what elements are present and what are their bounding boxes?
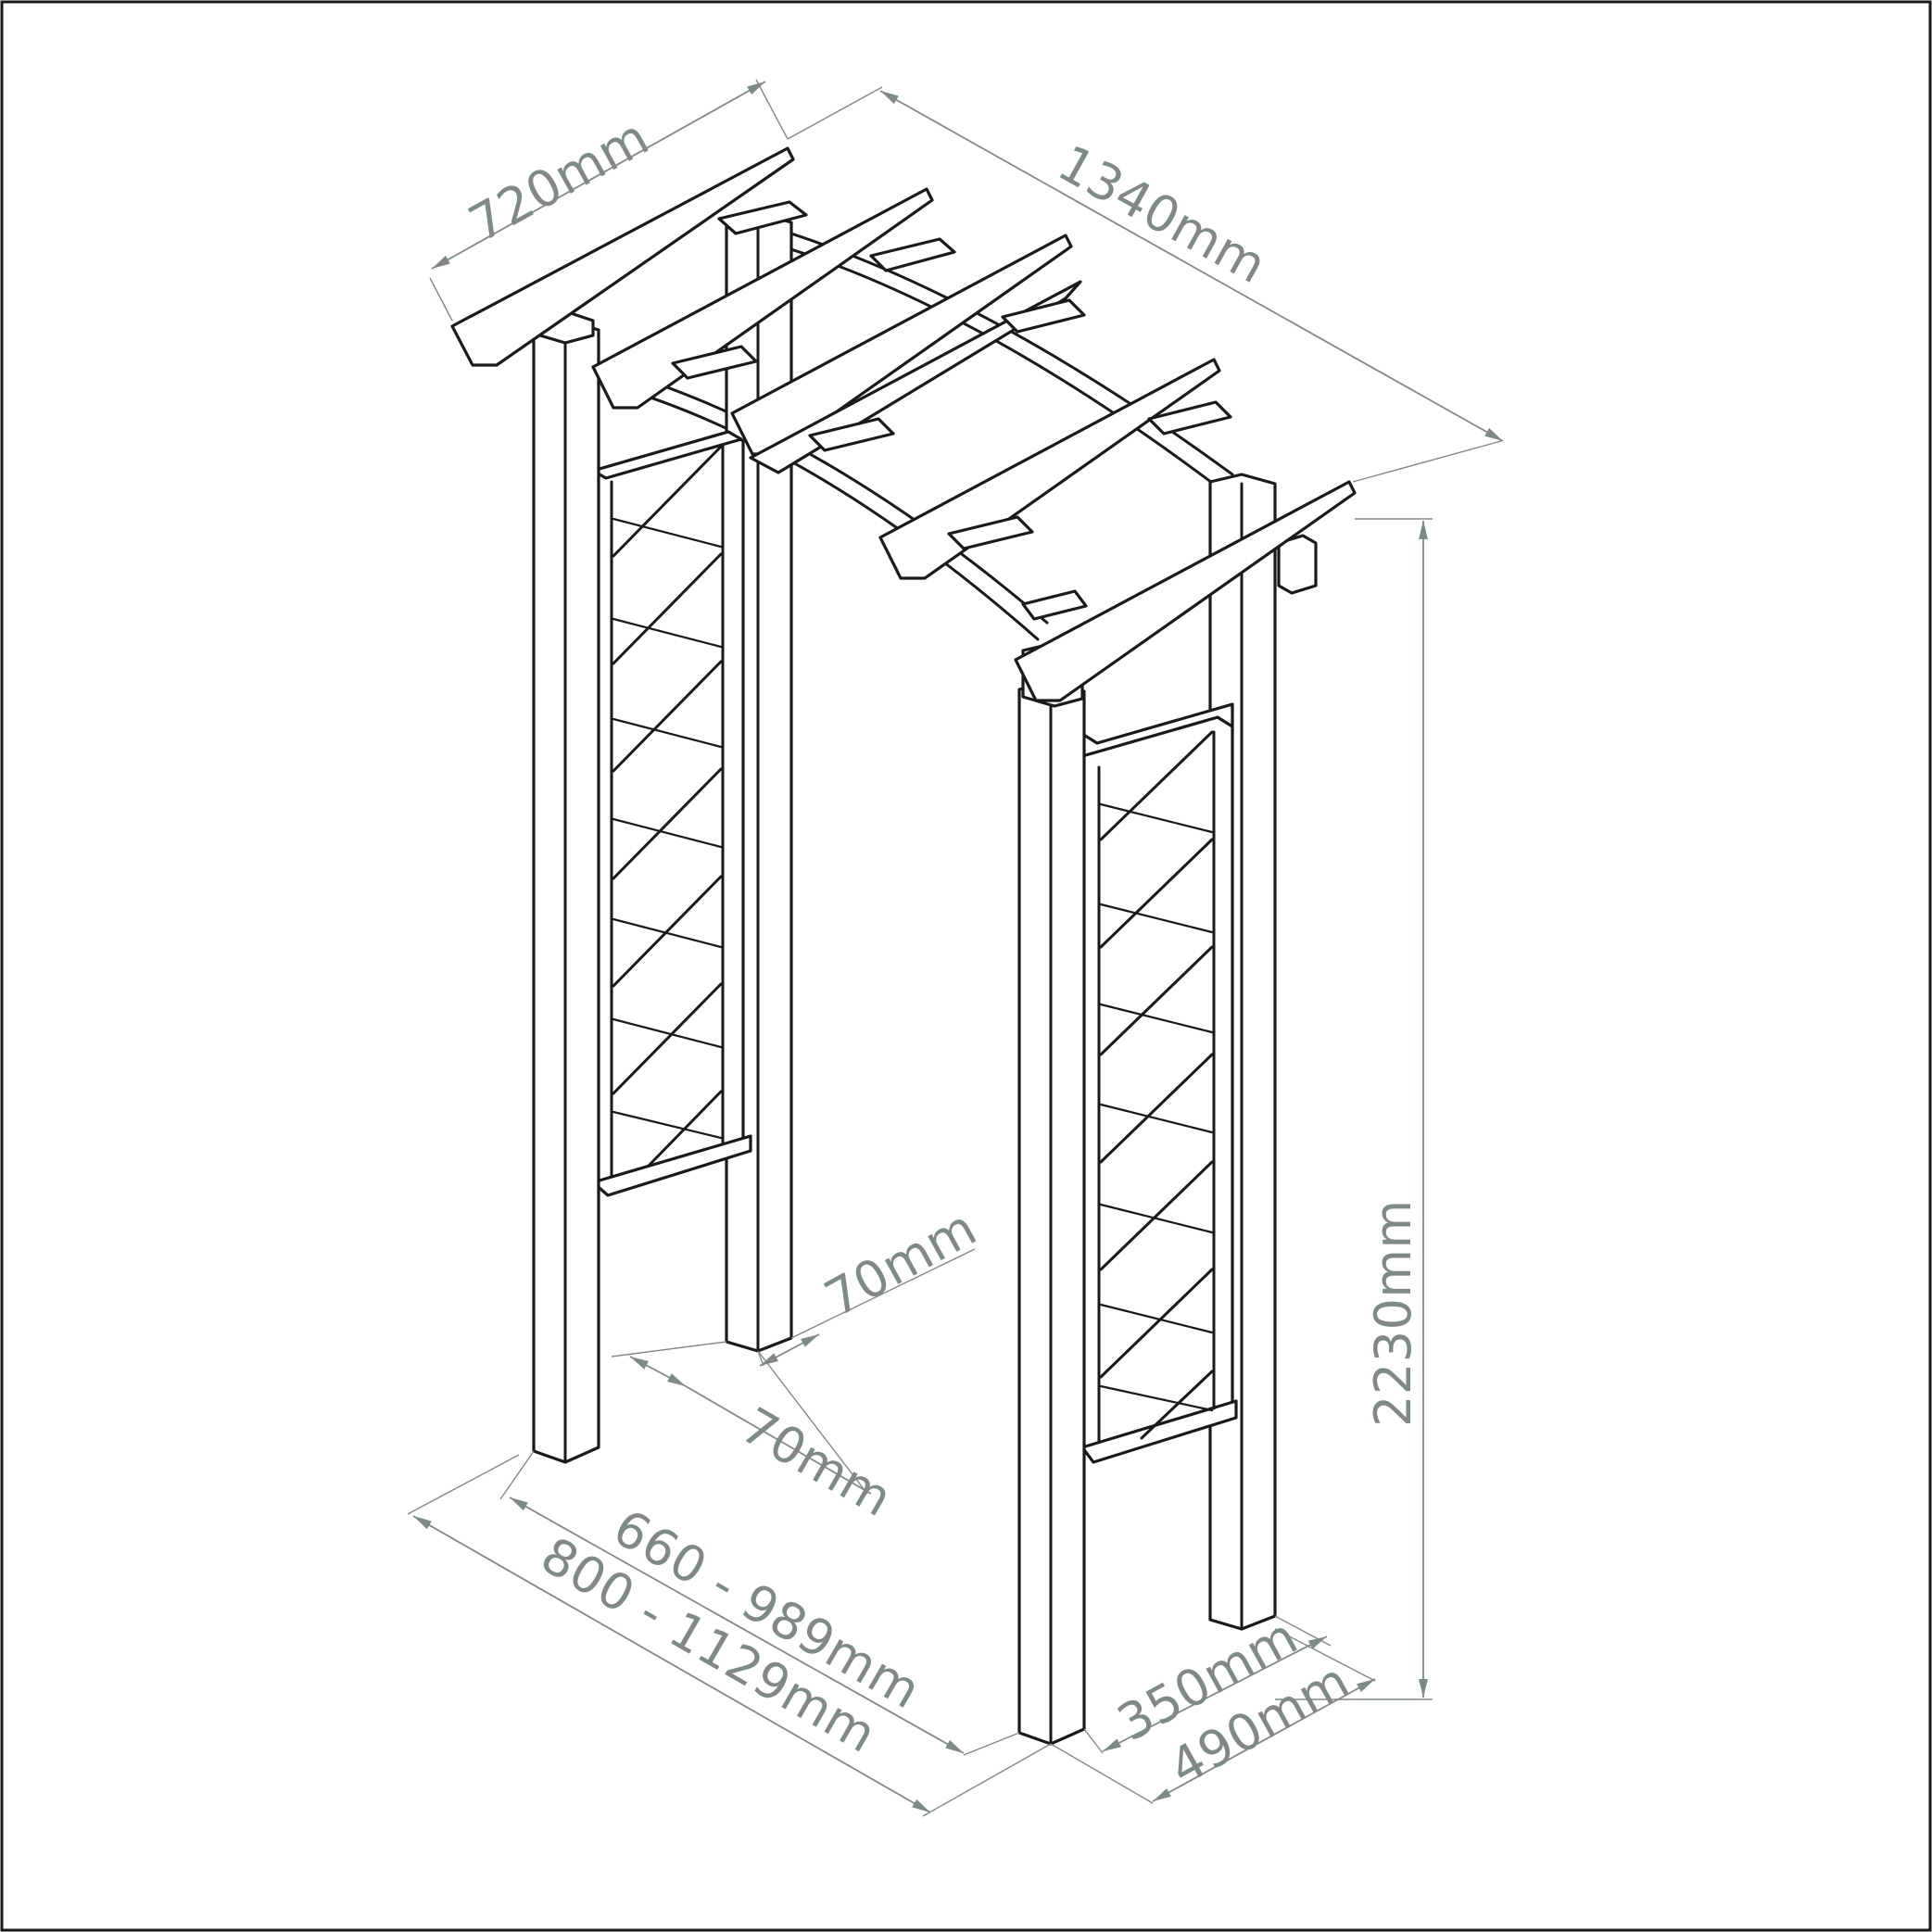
dim-line-1340 bbox=[879, 90, 1504, 442]
dim-line-800 bbox=[412, 1515, 931, 1813]
trellis-right-diagonals bbox=[1099, 730, 1214, 1440]
purlin-8 bbox=[1021, 589, 1088, 621]
trellis-right-bottom-rail bbox=[1080, 1399, 1238, 1464]
dim-line-70-b bbox=[629, 1356, 687, 1387]
trellis-left-bottom-rail bbox=[591, 1134, 752, 1197]
top-beam-2 bbox=[591, 187, 934, 410]
dim-line-490 bbox=[1152, 1678, 1376, 1802]
trellis-left-diagonals bbox=[612, 445, 723, 1168]
purlin-7 bbox=[947, 515, 1034, 550]
trellis-right bbox=[1080, 702, 1238, 1464]
top-beam-6 bbox=[1014, 480, 1357, 702]
trellis-left-top-rail bbox=[591, 430, 743, 480]
trellis-left-frame bbox=[591, 430, 745, 1192]
dim-line-720 bbox=[431, 81, 766, 270]
trellis-left bbox=[591, 430, 752, 1197]
dim-label-2230: 2230mm bbox=[1364, 1199, 1422, 1427]
trellis-right-frame bbox=[1080, 715, 1234, 1457]
dim-line-70-a bbox=[759, 1333, 820, 1367]
trellis-right-horizontals bbox=[1099, 802, 1214, 1412]
purlin-5 bbox=[671, 345, 758, 380]
post-cap-back-right bbox=[1277, 534, 1318, 595]
